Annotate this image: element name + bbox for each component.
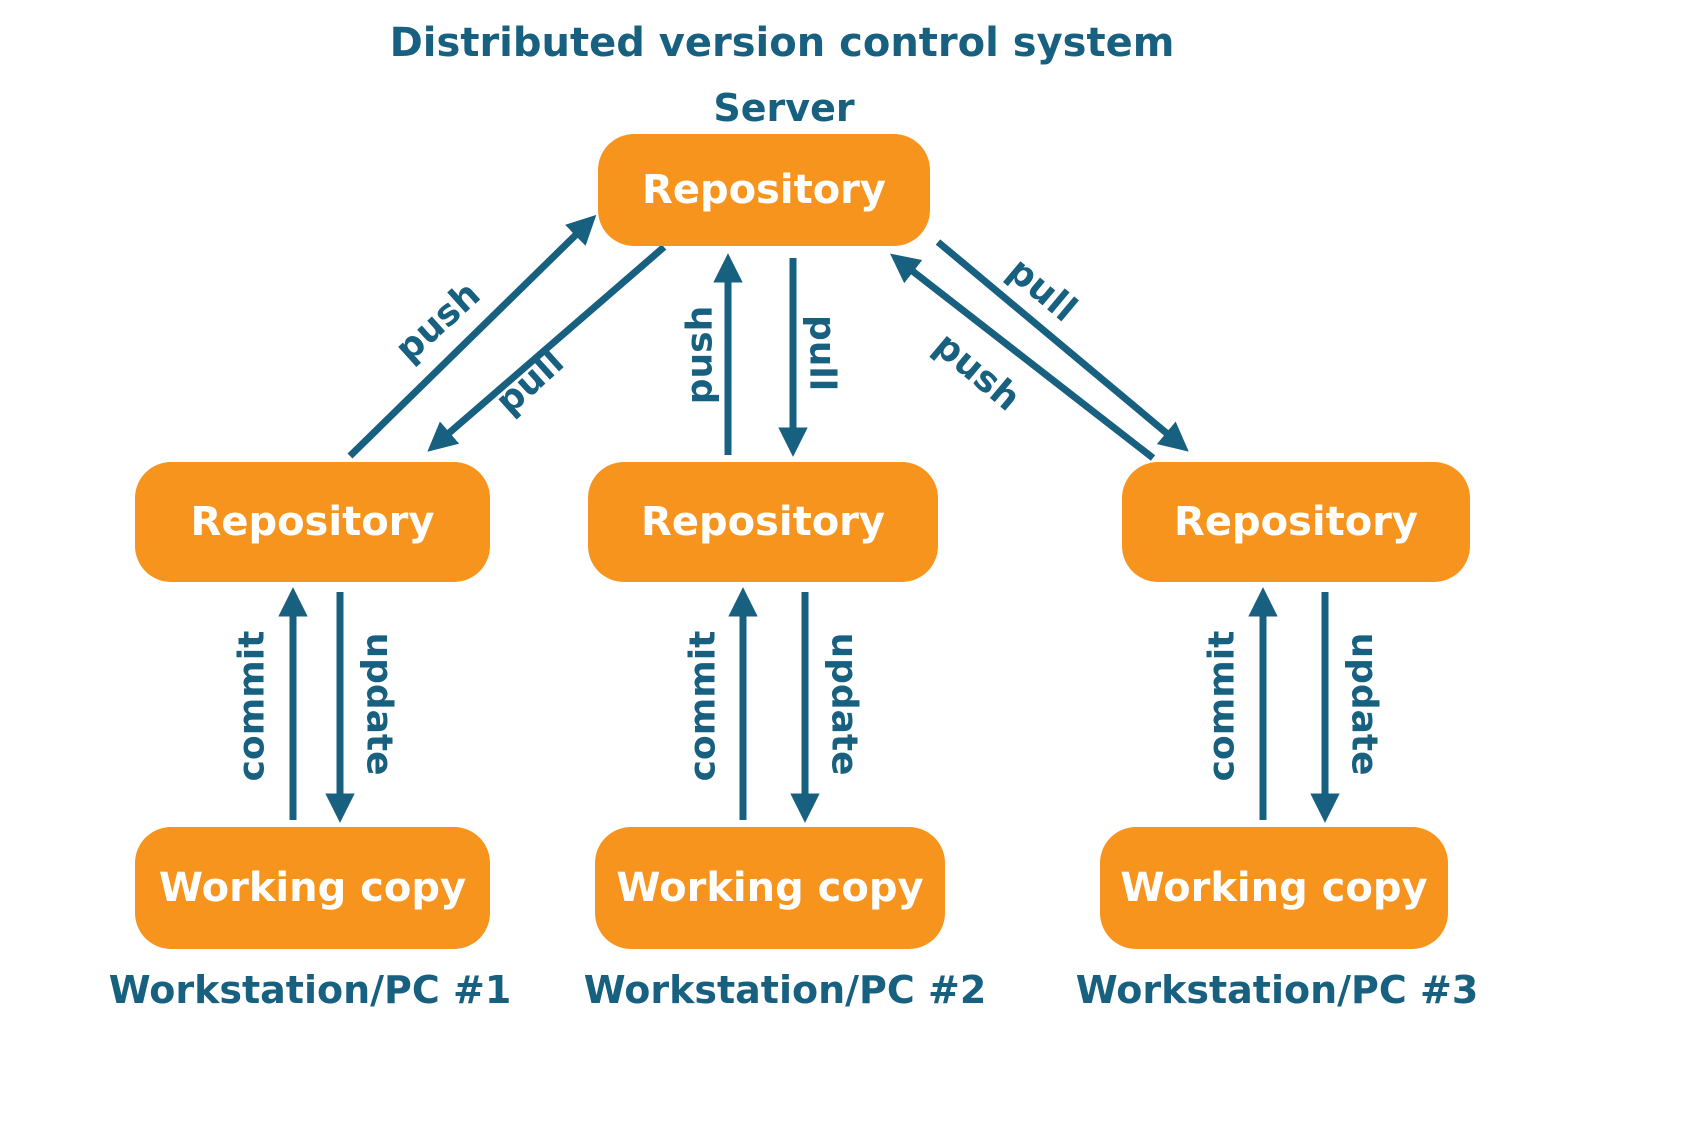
pull-arrow-right [935, 239, 1189, 452]
pull-arrow-left [427, 244, 667, 452]
update-label-1: update [358, 632, 400, 776]
push-arrow-right [890, 253, 1156, 461]
pull-label-center: pull [801, 314, 843, 392]
commit-label-2: commit [682, 630, 724, 782]
commit-label-1: commit [231, 630, 273, 782]
repository-box-1: Repository [135, 462, 490, 582]
working-copy-box-2: Working copy [595, 827, 945, 949]
repository-box-2: Repository [588, 462, 938, 582]
server-label: Server [713, 86, 855, 130]
commit-label-3: commit [1201, 630, 1243, 782]
update-label-2: update [823, 632, 865, 776]
workstation-label-3: Workstation/PC #3 [1075, 968, 1479, 1012]
update-label-3: update [1343, 632, 1385, 776]
diagram-title: Distributed version control system [389, 20, 1175, 66]
push-arrow-left [347, 214, 597, 459]
working-copy-box-3: Working copy [1100, 827, 1448, 949]
workstation-label-2: Workstation/PC #2 [583, 968, 987, 1012]
repository-box-3: Repository [1122, 462, 1470, 582]
server-repository-box: Repository [598, 134, 930, 246]
working-copy-box-1: Working copy [135, 827, 490, 949]
workstation-label-1: Workstation/PC #1 [108, 968, 512, 1012]
push-label-center: push [679, 305, 721, 405]
